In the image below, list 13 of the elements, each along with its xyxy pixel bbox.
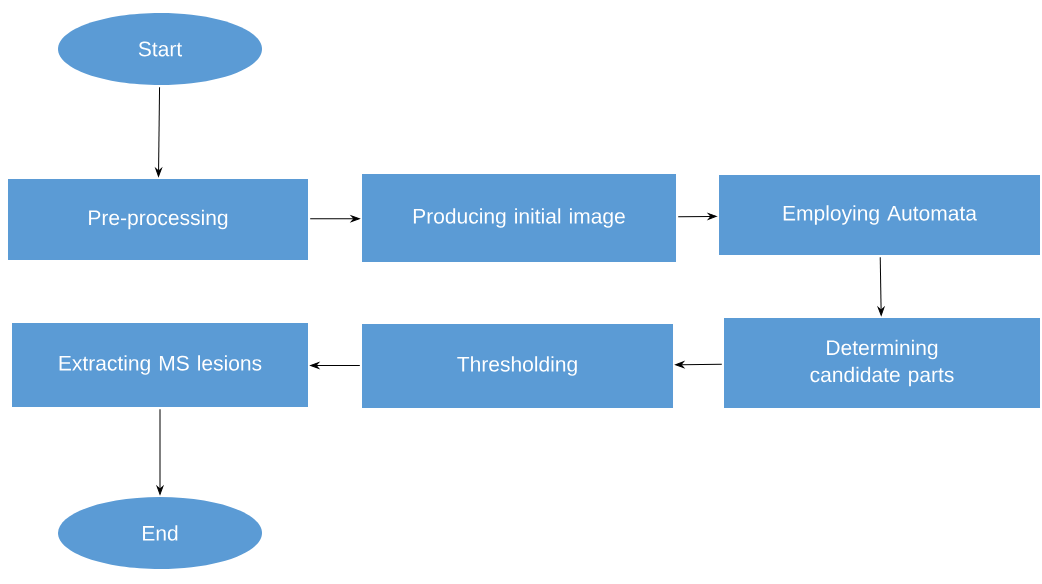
process-box: Employing Automata [719,175,1040,255]
arrow [155,86,162,177]
process-box: Extracting MS lesions [12,323,308,407]
process-box: Pre-processing [8,179,308,260]
process-box: Producing initial image [362,174,676,262]
arrow [310,362,361,369]
arrow [677,213,717,220]
process-box: Determining candidate parts [724,318,1040,408]
arrow [877,256,885,316]
arrow [675,361,723,368]
process-box: Thresholding [362,324,673,408]
arrow [156,408,164,495]
arrow [309,215,360,223]
